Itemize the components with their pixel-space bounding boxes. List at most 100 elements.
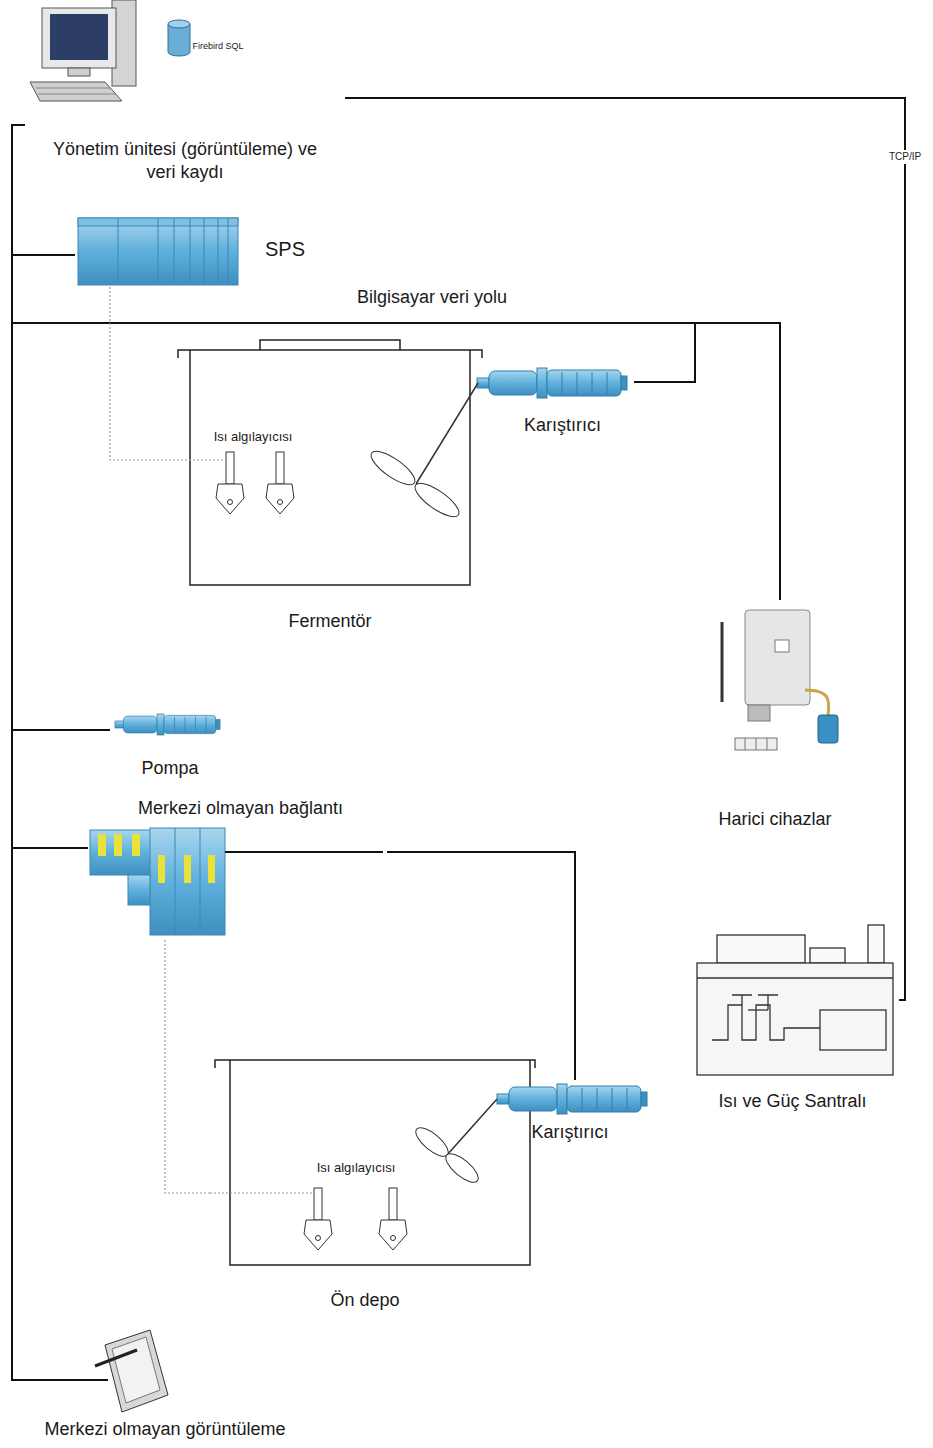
computer-icon (38, 94, 116, 95)
external-device-icon (756, 738, 757, 750)
mixer (367, 446, 420, 491)
pre-storage-tank (215, 1060, 535, 1068)
plc-icon (228, 218, 229, 285)
device-label: Merkezi olmayan bağlantı (98, 797, 383, 820)
bus-line (387, 852, 575, 1080)
chp-plant-icon (758, 995, 778, 1010)
temperature-sensor (266, 452, 294, 514)
plc-icon (78, 218, 238, 285)
remote-io-icon (150, 828, 225, 935)
pump-icon (115, 714, 220, 735)
device-label: Harici cihazlar (695, 808, 855, 831)
remote-io-icon (208, 855, 215, 883)
chp-plant-icon (820, 1010, 886, 1050)
remote-io-icon (132, 834, 140, 856)
pump-icon (115, 714, 220, 735)
protocol-label: TCP/IP (887, 150, 923, 164)
chp-plant-icon (868, 925, 884, 963)
plc-icon (190, 218, 191, 285)
sensor-label: Isı algılayıcısı (214, 429, 293, 445)
remote-io-icon (114, 834, 122, 856)
remote-io-icon (158, 855, 165, 883)
external-device-icon (805, 690, 829, 715)
remote-io-icon (98, 834, 106, 856)
external-device-icon (818, 715, 838, 743)
plc-icon (204, 218, 205, 285)
tablet-icon (95, 1330, 168, 1412)
temperature-sensor (216, 452, 244, 514)
computer-icon (36, 88, 110, 89)
bus-wire (225, 851, 383, 853)
remote-io-icon (175, 828, 176, 935)
database-icon (168, 24, 190, 56)
database-icon (168, 20, 190, 28)
sensor-wire (210, 1193, 313, 1194)
bus-line (12, 125, 25, 1325)
device-label: Fermentör (185, 610, 475, 633)
mixer (497, 1084, 647, 1114)
fermenter-tank (260, 340, 400, 350)
bus-wire (12, 1325, 108, 1380)
mixer (442, 1149, 483, 1187)
fermenter-tank (190, 350, 470, 585)
chp-plant-icon (732, 995, 752, 1005)
computer-icon (68, 68, 90, 76)
remote-io-icon (128, 875, 150, 905)
mixer (477, 368, 627, 398)
bus-line (12, 125, 780, 600)
device-label: Karıştırıcı (495, 414, 630, 437)
pre-storage-tank (230, 1060, 530, 1265)
signal-line (110, 287, 185, 460)
external-device-icon (721, 622, 724, 702)
tablet-icon (95, 1350, 137, 1366)
device-label: Karıştırıcı (495, 1121, 645, 1144)
mixer-motor: Karıştırıcı (495, 1080, 649, 1148)
tablet-icon (112, 1337, 160, 1403)
sensor-wire (185, 460, 225, 461)
tablet-icon (105, 1330, 168, 1412)
bus-label: Bilgisayar veri yolu (357, 287, 507, 309)
remote-io-icon (200, 828, 201, 935)
database-icon (168, 20, 190, 56)
mixer (411, 478, 464, 523)
external-device-icon (748, 705, 770, 721)
external-device-icon (745, 738, 746, 750)
external-device-icon (722, 610, 838, 750)
remote-io: Merkezi olmayan bağlantı (88, 795, 387, 940)
mixer (416, 383, 478, 484)
pre-storage-tank (215, 1060, 535, 1265)
remote-io-icon (184, 855, 191, 883)
pump-motor: Pompa (110, 705, 234, 784)
mixer (447, 1099, 497, 1155)
computer-icon (30, 82, 122, 101)
bus-line (345, 98, 905, 1000)
chp-plant-icon (697, 977, 893, 978)
computer-icon (42, 8, 116, 68)
temperature-sensor (304, 1188, 332, 1250)
chp-plant-icon (697, 925, 893, 1075)
chp-plant-icon (712, 1005, 820, 1040)
external-device-icon (745, 610, 810, 705)
bus-line (12, 125, 88, 848)
external-device-icon (775, 640, 789, 652)
external-devices: Harici cihazlar (695, 600, 859, 835)
chp-plant-icon (717, 935, 805, 963)
mixer-motor: Karıştırıcı (475, 360, 634, 441)
fermenter-tank (178, 340, 482, 585)
plc-icon (78, 218, 238, 285)
mixer (412, 1084, 647, 1187)
device-label: Isı ve Güç Santralı (690, 1090, 895, 1113)
remote-display: Merkezi olmayan görüntüleme (5, 1325, 329, 1445)
plc-icon (158, 218, 159, 285)
device-label: Pompa (110, 757, 230, 780)
plc-icon (118, 218, 119, 285)
fermenter-tank: Fermentör (185, 335, 479, 640)
device-label: Yönetim ünitesi (görüntüleme) ve veri ka… (45, 138, 325, 183)
sensor-label: Isı algılayıcısı (317, 1160, 396, 1176)
signal-line (165, 940, 210, 1193)
computer-icon (50, 14, 108, 60)
bus-line (12, 125, 110, 730)
device-label: Ön depo (210, 1289, 520, 1312)
